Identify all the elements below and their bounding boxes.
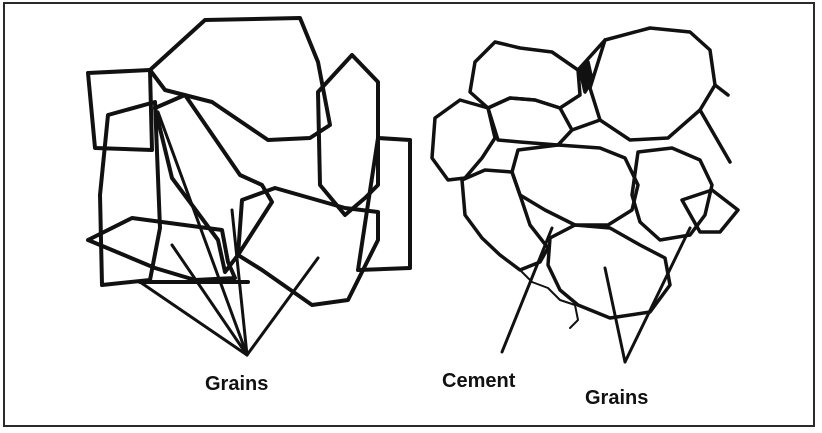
cgrain-mid-left xyxy=(488,98,572,145)
cemented-grains xyxy=(432,28,738,328)
grain-boundary-c xyxy=(700,110,730,162)
grain-top xyxy=(150,18,330,140)
cgrain-center xyxy=(512,145,638,225)
cgrain-lower-left xyxy=(462,170,548,270)
cement-pointer xyxy=(502,228,552,352)
label-cement: Cement xyxy=(442,370,515,393)
cgrain-top-right xyxy=(590,28,715,140)
grain-boundary-d xyxy=(715,85,728,95)
label-grains-left: Grains xyxy=(205,373,268,396)
cgrain-left xyxy=(432,100,495,180)
label-grains-right: Grains xyxy=(585,387,648,410)
uncemented-grains xyxy=(88,18,410,305)
grain-right-rect xyxy=(358,138,410,270)
grain-boundary-b xyxy=(572,120,600,130)
